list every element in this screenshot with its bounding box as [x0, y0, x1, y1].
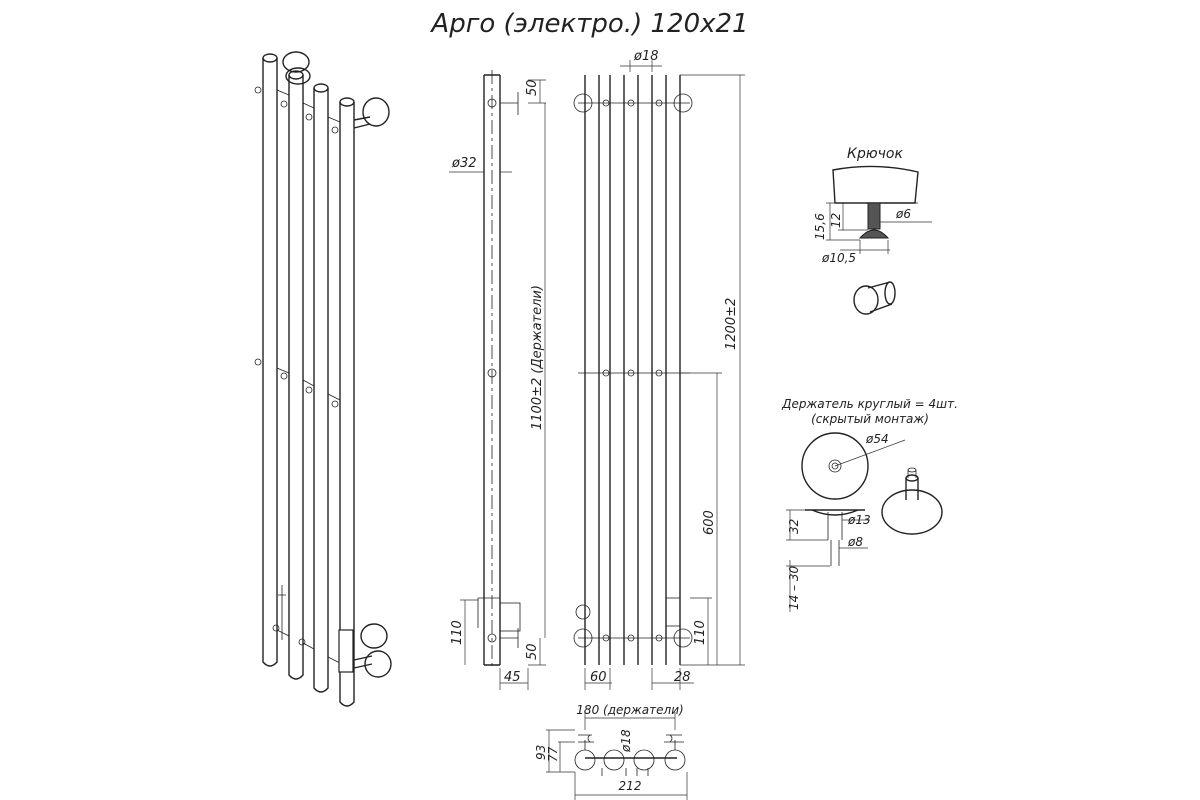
drawing-title: Арго (электро.) 120x21 [429, 9, 748, 39]
hook-dim-depth: 12 [829, 213, 843, 228]
hook-dim-height: 15,6 [813, 213, 827, 240]
holder-detail: Держатель круглый = 4шт. (скрытый монтаж… [781, 397, 958, 612]
holder-dim-height: 32 [787, 519, 801, 534]
front-view: ø32 50 1100±2 (Держатели) 50 110 45 [449, 70, 546, 690]
dim-right-offset: 28 [674, 670, 691, 685]
isometric-view [254, 51, 392, 707]
hook-label: Крючок [847, 146, 903, 162]
dim-mid-height: 600 [702, 510, 717, 535]
holder-label-line1: Держатель круглый = 4шт. [781, 397, 958, 411]
top-dim-holders: 180 (держатели) [576, 703, 683, 717]
top-view: 180 (держатели) 212 ø18 93 77 [534, 703, 688, 800]
top-dim-width: 212 [619, 779, 642, 793]
holder-label-line2: (скрытый монтаж) [811, 412, 929, 426]
holder-dim-stem-top: ø13 [847, 513, 871, 527]
top-dim-tube: ø18 [619, 729, 633, 753]
dim-bottom-block: 110 [450, 620, 465, 645]
hook-dim-head: ø10,5 [821, 251, 856, 265]
dim-tube-diameter: ø32 [451, 156, 477, 171]
dim-side-bottom-block: 110 [693, 620, 708, 645]
dim-bottom-holder: 50 [525, 643, 540, 660]
holder-dim-plate: ø54 [865, 432, 889, 446]
holder-dim-range: 14 – 30 [787, 565, 801, 610]
dim-left-offset: 60 [590, 670, 607, 685]
dim-depth: 45 [504, 670, 521, 685]
hook-detail: Крючок 15,6 12 ø6 ø10,5 [813, 146, 932, 315]
holder-dim-stem-bottom: ø8 [847, 535, 863, 549]
dim-total-height: 1200±2 [724, 298, 739, 350]
top-dim-93: 93 [534, 745, 548, 760]
dim-small-tube: ø18 [633, 49, 659, 64]
dim-top-holder: 50 [525, 79, 540, 96]
top-dim-77: 77 [546, 746, 560, 762]
dim-holder-span: 1100±2 (Держатели) [530, 285, 545, 430]
side-view: ø18 1200±2 600 110 60 28 [573, 49, 745, 690]
hook-dim-pin: ø6 [895, 207, 911, 221]
